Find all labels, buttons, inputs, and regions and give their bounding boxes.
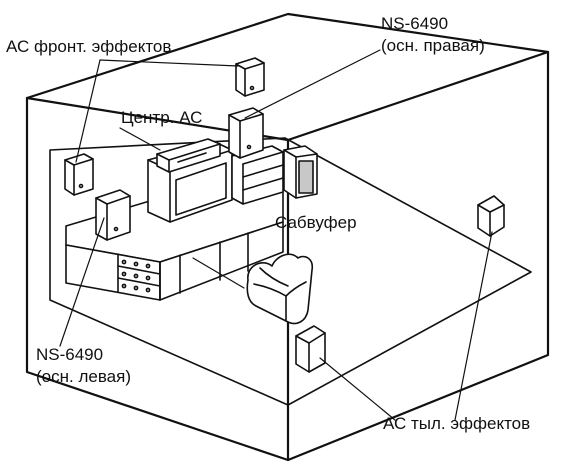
- speaker-main-right: [228, 107, 264, 159]
- label-subwoofer: Сабвуфер: [275, 213, 357, 232]
- speaker-rear-right: [477, 195, 505, 237]
- label-main-left-speaker: NS-6490 (осн. левая): [36, 344, 131, 388]
- center-speaker: [156, 138, 221, 173]
- armchair: [246, 253, 314, 325]
- label-main-left-desc: (осн. левая): [36, 367, 131, 386]
- label-rear-effects-speakers: АС тыл. эффектов: [383, 414, 531, 433]
- label-main-right-model: NS-6490: [381, 14, 449, 33]
- room-box: [25, 12, 550, 462]
- label-front-effects-speakers: АС фронт. эффектов: [6, 37, 172, 56]
- subwoofer: [283, 145, 318, 199]
- speaker-front-effects-right: [235, 57, 265, 97]
- leader-lines: [59, 49, 493, 421]
- label-main-right-speaker: NS-6490 (осн. правая): [381, 13, 485, 57]
- label-main-right-desc: (осн. правая): [381, 36, 485, 55]
- speaker-main-left: [95, 189, 131, 241]
- label-center-speaker: Центр. АС: [121, 108, 203, 127]
- speaker-front-effects-left: [64, 153, 94, 196]
- speaker-rear-left: [295, 325, 326, 373]
- label-main-left-model: NS-6490: [36, 345, 104, 364]
